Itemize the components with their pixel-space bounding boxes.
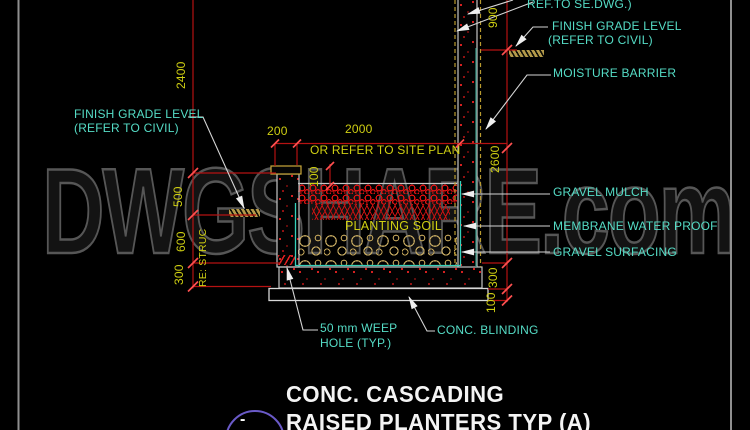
sheet-frame-lines <box>17 0 732 430</box>
label-weep-hole-1: 50 mm WEEP <box>320 321 398 335</box>
planting-soil-hatch <box>312 204 450 220</box>
membrane-liner-line <box>294 181 462 267</box>
dim-100-right: 100 <box>484 292 498 313</box>
gravel-surfacing-hatch <box>298 233 457 265</box>
dim-2600: 2600 <box>488 145 502 174</box>
detail-title-line1: CONC. CASCADING <box>286 381 505 407</box>
finish-grade-symbol-left <box>229 209 260 217</box>
planter-wall-concrete-fill <box>277 174 299 267</box>
dim-2000: 2000 <box>345 122 373 136</box>
label-finish-grade-left-2: (REFER TO CIVIL) <box>74 121 179 135</box>
dim-600: 600 <box>174 231 188 252</box>
dim-300-left: 300 <box>172 264 186 285</box>
dim-300-right: 300 <box>486 267 500 288</box>
label-weep-hole-2: HOLE (TYP.) <box>320 336 392 350</box>
dimension-ticks <box>187 44 513 307</box>
re-struc-note: RE: STRUC <box>197 228 209 287</box>
dim-100-coping: 100 <box>307 166 321 187</box>
gravel-mulch-hatch <box>298 184 457 204</box>
label-ref-se-dwg: REF.TO SE.DWG.) <box>527 0 632 11</box>
label-finish-grade-right-1: FINISH GRADE LEVEL <box>552 19 682 33</box>
footing-concrete-fill <box>279 267 482 288</box>
label-finish-grade-right-2: (REFER TO CIVIL) <box>548 33 653 47</box>
dim-2400: 2400 <box>174 61 188 90</box>
structure-outlines <box>268 0 489 302</box>
detail-bubble-mark: - <box>240 411 246 428</box>
label-conc-blinding: CONC. BLINDING <box>437 323 539 337</box>
wall-membrane-dashed-lines <box>454 0 482 267</box>
main-wall-concrete-fill <box>458 0 477 267</box>
leader-lines <box>188 0 551 332</box>
dim-200: 200 <box>267 124 288 138</box>
site-plan-note: OR REFER TO SITE PLAN <box>310 143 461 157</box>
label-finish-grade-left-1: FINISH GRADE LEVEL <box>74 107 204 121</box>
finish-grade-symbol-right <box>509 50 544 57</box>
weep-hole-symbol <box>278 255 295 265</box>
dim-500: 500 <box>171 186 185 207</box>
dim-900: 900 <box>486 7 500 28</box>
coping-stone-outline <box>270 165 302 175</box>
planting-soil-label: PLANTING SOIL <box>345 219 443 233</box>
label-membrane-waterproof: MEMBRANE WATER PROOF <box>553 219 718 233</box>
label-moisture-barrier: MOISTURE BARRIER <box>553 66 677 80</box>
detail-title-line2: RAISED PLANTERS TYP (A) <box>286 409 592 430</box>
label-gravel-mulch: GRAVEL MULCH <box>553 185 649 199</box>
label-gravel-surfacing: GRAVEL SURFACING <box>553 245 677 259</box>
